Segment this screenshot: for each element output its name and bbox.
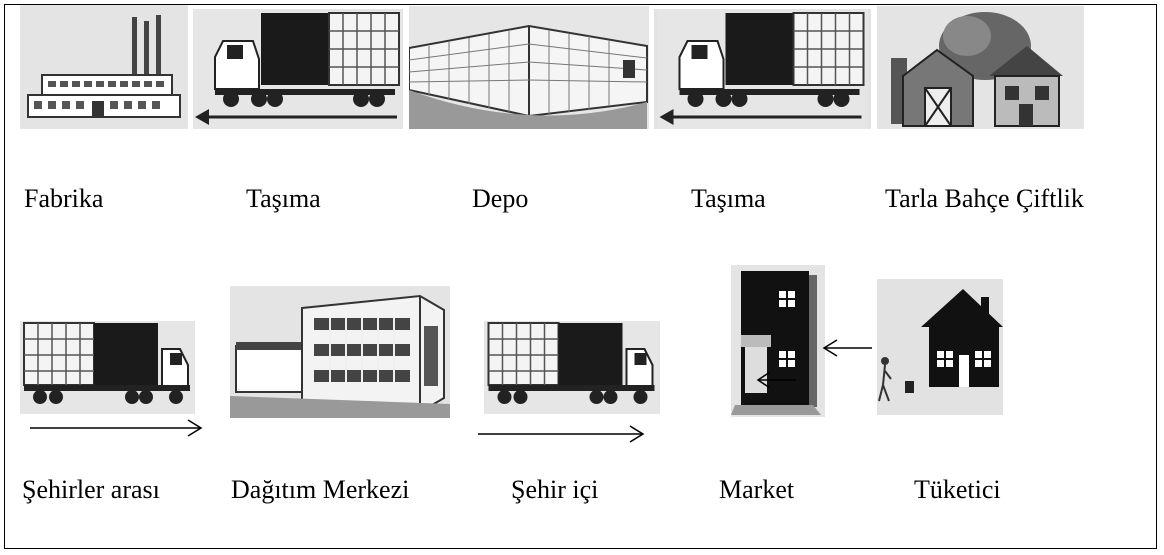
factory-icon [20,5,188,129]
market-building-icon [731,265,825,417]
warehouse-icon [409,6,649,129]
arrow-right-icon [478,425,648,443]
arrow-left-icon [756,371,798,389]
label-transport-1: Taşıma [246,186,321,212]
label-consumer: Tüketici [914,477,1001,503]
arrow-left-icon [822,339,874,357]
label-market: Market [719,477,794,503]
truck-right-icon [20,321,195,414]
farm-icon [877,6,1084,129]
truck-left-icon [654,9,871,129]
arrow-right-icon [30,419,205,437]
label-warehouse: Depo [472,186,528,212]
distribution-center-icon [230,286,450,418]
label-farm: Tarla Bahçe Çiftlik [885,186,1084,212]
truck-right-icon [484,321,660,414]
truck-left-icon [193,9,403,129]
label-in-city: Şehir içi [511,477,598,503]
label-intercity: Şehirler arası [22,477,160,503]
label-distribution-center: Dağıtım Merkezi [231,477,409,503]
house-icon [877,279,1003,415]
label-transport-2: Taşıma [691,186,766,212]
label-factory: Fabrika [24,186,103,212]
